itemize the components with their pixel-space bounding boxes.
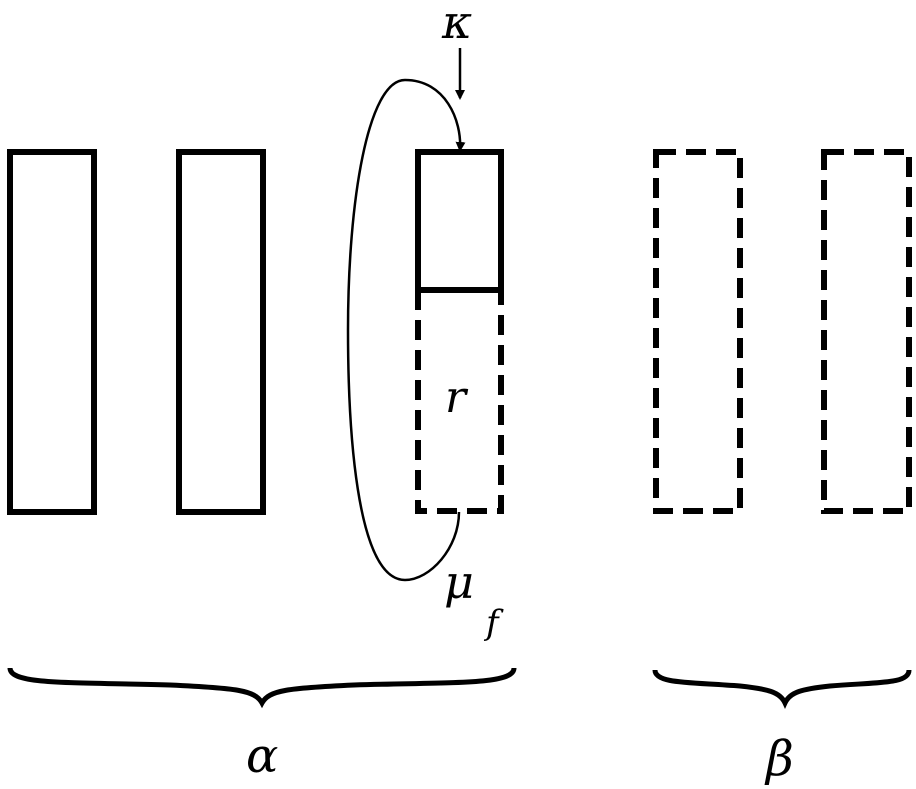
kappa-label: κ — [441, 0, 472, 49]
alpha-box-2 — [176, 149, 266, 515]
alpha-box-1 — [7, 149, 97, 515]
mu-f-loop-arrow — [346, 78, 466, 582]
split-box-top — [415, 149, 504, 293]
beta-brace — [652, 669, 912, 710]
r-label: r — [445, 372, 469, 423]
f-subscript-label: f — [483, 603, 504, 643]
alpha-brace — [7, 667, 517, 709]
beta-label: β — [764, 731, 794, 787]
alpha-label: α — [246, 728, 278, 784]
beta-box-2 — [821, 149, 912, 514]
mu-label: μ — [444, 555, 474, 609]
beta-box-1 — [653, 149, 743, 514]
